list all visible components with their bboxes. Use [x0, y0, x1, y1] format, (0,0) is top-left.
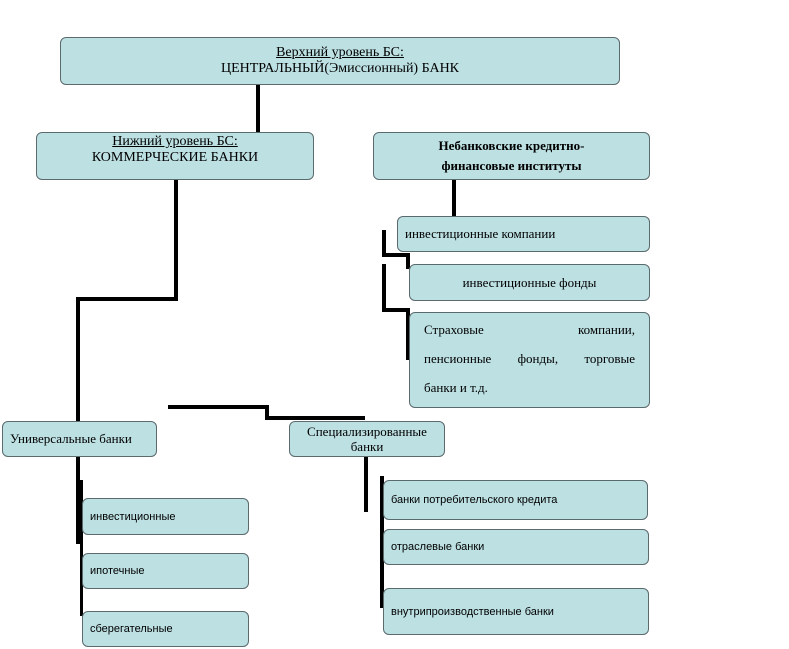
in-house-banks-label: внутрипроизводственные банки	[391, 605, 554, 618]
central-bank-box: Верхний уровень БС: ЦЕНТРАЛЬНЫЙ(Эмиссион…	[60, 37, 620, 85]
connector-to-universal	[76, 297, 80, 421]
universal-banks-box: Универсальные банки	[2, 421, 157, 457]
nonbank-institutions-box: Небанковские кредитно- финансовые инстит…	[373, 132, 650, 180]
universal-banks-label: Универсальные банки	[10, 431, 132, 446]
connector-central-to-commercial	[256, 84, 260, 132]
insurance-line-2: пенсионные фонды, торговые	[424, 351, 635, 366]
universal-list-line	[76, 456, 80, 544]
universal-list-line-2	[80, 480, 83, 616]
connector-commercial-down	[174, 180, 178, 300]
insurance-line-1: Страховые компании,	[424, 322, 635, 337]
bracket-2-tick	[406, 308, 410, 360]
connector-commercial-left	[76, 297, 178, 301]
specialized-list-line-2	[380, 476, 384, 608]
bracket-1-horizontal	[382, 253, 410, 257]
connector-bar-step	[265, 405, 269, 418]
mortgage-banks-box: ипотечные	[82, 553, 249, 589]
investment-banks-box: инвестиционные	[82, 498, 249, 535]
investment-banks-label: инвестиционные	[90, 510, 176, 523]
nonbank-line-2: финансовые институты	[441, 158, 582, 173]
investment-funds-box: инвестиционные фонды	[409, 264, 650, 301]
consumer-credit-banks-box: банки потребительского кредита	[383, 480, 648, 520]
investment-companies-label: инвестиционные компании	[405, 226, 556, 241]
savings-banks-box: сберегательные	[82, 611, 249, 647]
specialized-line-2: банки	[350, 439, 384, 454]
specialized-line-1: Специализированные	[307, 424, 427, 439]
lower-level-label: Нижний уровень БС:	[112, 134, 238, 149]
commercial-banks-box: Нижний уровень БС: КОММЕРЧЕСКИЕ БАНКИ	[36, 132, 314, 180]
bracket-1-tick	[406, 253, 410, 269]
insurance-line-3: банки и т.д.	[424, 380, 488, 395]
connector-bar-right	[265, 416, 365, 420]
sectoral-banks-box: отраслевые банки	[383, 529, 649, 565]
nonbank-line-1: Небанковские кредитно-	[438, 138, 585, 153]
investment-funds-label: инвестиционные фонды	[462, 274, 597, 290]
in-house-banks-box: внутрипроизводственные банки	[383, 588, 649, 635]
sectoral-banks-label: отраслевые банки	[391, 541, 485, 553]
bracket-2-vertical	[382, 264, 386, 312]
central-bank-name: ЦЕНТРАЛЬНЫЙ(Эмиссионный) БАНК	[220, 61, 460, 76]
connector-bar-left	[168, 405, 268, 409]
savings-banks-label: сберегательные	[90, 623, 173, 635]
commercial-banks-name: КОММЕРЧЕСКИЕ БАНКИ	[91, 150, 259, 165]
bracket-2-horizontal	[382, 308, 410, 312]
insurance-pension-box: Страховые компании, пенсионные фонды, то…	[409, 312, 650, 408]
mortgage-banks-label: ипотечные	[90, 565, 145, 577]
upper-level-label: Верхний уровень БС:	[276, 45, 404, 60]
bracket-1-vertical	[382, 230, 386, 256]
consumer-credit-banks-label: банки потребительского кредита	[391, 494, 558, 506]
specialized-banks-box: Специализированные банки	[289, 421, 445, 457]
specialized-list-line	[364, 456, 368, 512]
investment-companies-box: инвестиционные компании	[397, 216, 650, 252]
connector-nonbank-down	[452, 180, 456, 216]
